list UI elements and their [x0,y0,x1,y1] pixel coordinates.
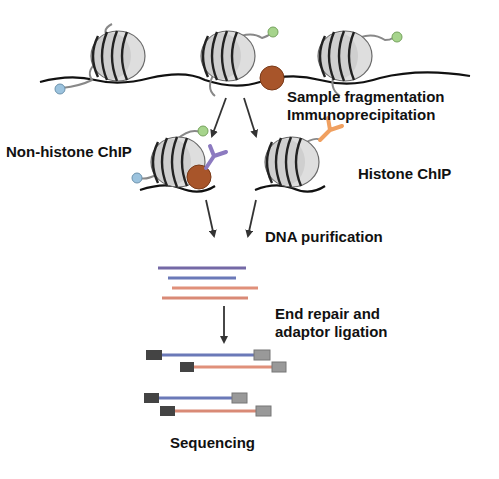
flow-arrow [206,200,256,236]
chromatin-top [201,31,255,81]
chromatin-top [40,24,470,96]
adaptor-library [160,354,254,357]
step-label: End repair and adaptor ligation [275,305,410,341]
adaptor-library [174,410,256,413]
chromatin-top [260,66,284,90]
step-label: Immunoprecipitation [287,106,487,124]
non-histone-chip-fragment [206,146,226,168]
flow-arrow [224,306,225,342]
purified-dna [172,287,258,290]
step-label: Sequencing [170,434,320,452]
flow-arrow [212,98,226,136]
flow-arrow [212,98,256,136]
adaptor-library [272,362,286,372]
adaptor-library [146,350,162,360]
purified-dna [158,267,246,270]
purified-dna [158,268,258,298]
non-histone-chip-fragment [132,126,226,192]
flow-arrow [206,200,214,236]
step-label: DNA purification [265,228,435,246]
flow-arrow [244,98,256,136]
step-label: Histone ChIP [358,165,493,183]
purified-dna [168,277,236,280]
step-label: Sample fragmentation [287,88,487,106]
flow-arrow [223,306,225,342]
adaptor-library [192,366,272,369]
non-histone-chip-fragment [198,126,208,136]
chromatin-top [318,31,372,81]
non-histone-chip-fragment [132,173,142,183]
flow-arrow [248,200,256,236]
chromatin-top [392,32,402,42]
adaptor-library [144,350,286,416]
adaptor-library [144,393,159,403]
chromatin-top [55,84,65,94]
adaptor-library [160,406,175,416]
adaptor-library [232,393,247,403]
adaptor-library [254,350,270,360]
step-label: Non-histone ChIP [6,143,156,161]
histone-chip-fragment [265,137,319,187]
adaptor-library [158,397,232,400]
purified-dna [162,297,248,300]
chromatin-top [268,27,278,37]
chromatin-top [91,31,145,81]
histone-chip-fragment [255,118,342,192]
adaptor-library [256,406,271,416]
adaptor-library [180,362,194,372]
